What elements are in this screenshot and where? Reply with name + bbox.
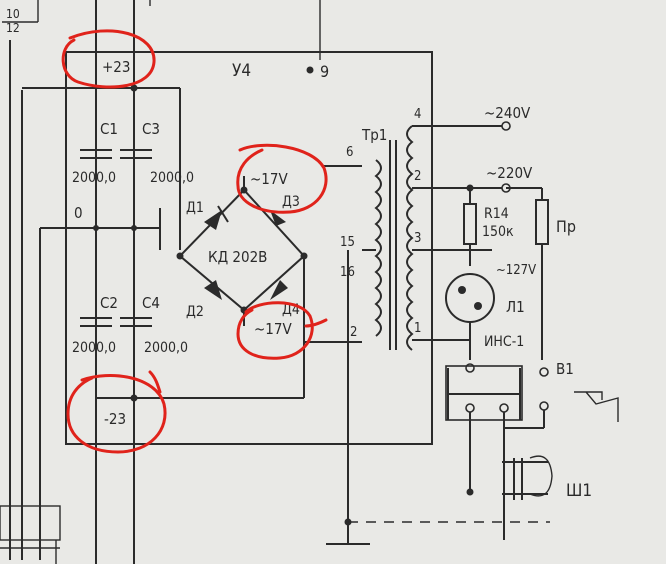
c4-name: C4 (142, 294, 160, 312)
c1-name: C1 (100, 120, 118, 138)
transformer-tp1: Tp1 6 15 16 2 4 2 3 1 (340, 107, 421, 351)
mark-plus23 (61, 29, 156, 89)
resistor-r14 (463, 203, 477, 245)
minus-23-label: -23 (104, 410, 126, 428)
tap-4: 4 (414, 107, 421, 122)
resistor-value: 150к (482, 224, 514, 240)
c2-name: C2 (100, 294, 118, 312)
tap-3: 3 (414, 231, 421, 246)
fuse-label: Пр (556, 217, 576, 236)
c3-value: 2000,0 (150, 170, 194, 186)
switch-body (445, 365, 523, 421)
capacitor-c3: C3 2000,0 (120, 120, 194, 186)
c1-value: 2000,0 (72, 170, 116, 186)
corner-number-bottom: 12 (6, 21, 20, 35)
c4-value: 2000,0 (144, 340, 188, 356)
pin-9-label: 9 (320, 62, 329, 81)
zero-label: 0 (74, 204, 83, 222)
tap-2-pri: 2 (414, 169, 421, 184)
mark-minus23 (66, 370, 167, 454)
module-label: У4 (232, 61, 251, 81)
tap-15: 15 (340, 235, 355, 250)
corner-number-top: 10 (6, 7, 20, 21)
lamp-name: Л1 (506, 298, 525, 316)
capacitor-c1: C1 2000,0 (72, 120, 118, 186)
resistor-name: R14 (484, 206, 509, 222)
diode-d2: Д2 (186, 304, 204, 320)
lamp-type: ИНС-1 (484, 334, 524, 350)
ac-top-label: ~17V (250, 170, 288, 188)
v127-label: ~127V (496, 263, 536, 278)
diode-d1: Д1 (186, 200, 204, 216)
mark-ac-top (236, 143, 328, 214)
c3-name: C3 (142, 120, 160, 138)
diode-d3: Д3 (282, 194, 300, 210)
module-outline (65, 51, 433, 445)
capacitor-c4: C4 2000,0 (120, 294, 188, 356)
plus-23-label: +23 (102, 58, 130, 76)
transformer-name: Tp1 (361, 126, 387, 144)
tap-2-sec: 2 (350, 325, 357, 340)
ac-bottom-label: ~17V (254, 320, 292, 338)
c2-value: 2000,0 (72, 340, 116, 356)
annotation-marks (61, 29, 328, 454)
plug-w1: Ш1 (502, 455, 592, 501)
left-bus-lines (9, 0, 321, 564)
capacitor-c2: C2 2000,0 (72, 294, 118, 356)
tap-6: 6 (346, 145, 353, 160)
lamp-l1: Л1 ИНС-1 (445, 273, 525, 350)
tap-1: 1 (414, 321, 421, 336)
plug-label: Ш1 (566, 481, 592, 501)
v240-label: ~240V (484, 104, 531, 122)
fuse (535, 199, 549, 245)
diode-bridge: Д1 Д3 Д2 Д4 КД 202В (176, 186, 308, 320)
mark-ac-bottom (236, 301, 328, 360)
switch-label: В1 (556, 360, 574, 378)
v220-label: ~220V (486, 164, 533, 182)
bridge-type: КД 202В (208, 248, 267, 266)
